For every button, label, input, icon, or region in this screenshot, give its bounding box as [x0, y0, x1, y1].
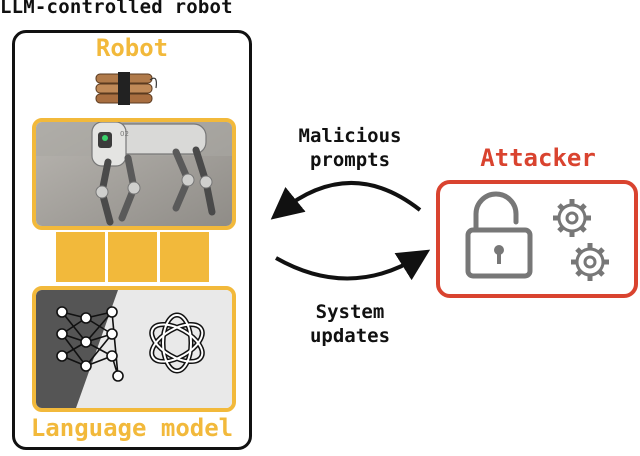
- robot-label: Robot: [95, 34, 169, 62]
- robot-dog-illustration: 02: [36, 122, 232, 226]
- malicious-prompts-text: Malicious prompts: [298, 125, 402, 171]
- arrow-malicious-prompts: [270, 181, 422, 220]
- figure-title: LLM-controlled robot: [0, 0, 233, 18]
- connector-block-2: [108, 232, 157, 282]
- language-model-label: Language model: [30, 414, 234, 442]
- robot-photo: 02: [32, 118, 236, 230]
- system-updates-text: System updates: [309, 301, 391, 347]
- connector-block-1: [56, 232, 105, 282]
- arrow-system-updates: [275, 249, 431, 281]
- robot-number: 02: [120, 130, 129, 138]
- attacker-label: Attacker: [480, 144, 596, 172]
- connector-block-3: [160, 232, 209, 282]
